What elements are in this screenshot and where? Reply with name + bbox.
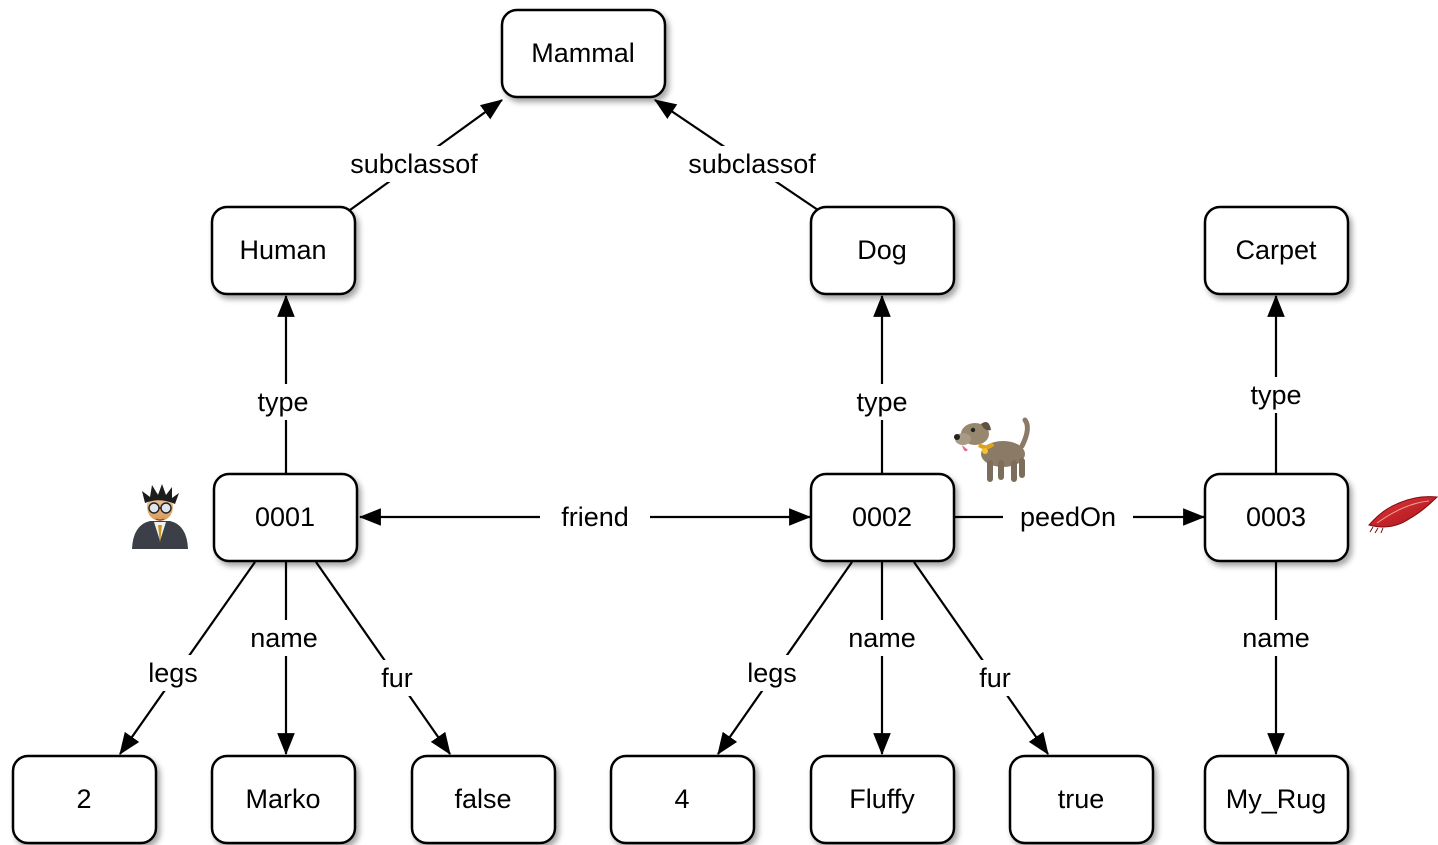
- edge-label-0002-legs: legs: [747, 658, 797, 688]
- node-label: 0003: [1246, 502, 1306, 532]
- person-icon: [132, 484, 188, 549]
- node-label: 0001: [255, 502, 315, 532]
- node-label: Marko: [245, 784, 320, 814]
- edge-label-0001-legs: legs: [148, 658, 198, 688]
- node-label: Carpet: [1235, 235, 1317, 265]
- edge-label-human-subclassof: subclassof: [350, 149, 478, 179]
- nodes: Mammal Human Dog Carpet 0001 0002 0003: [11, 8, 1350, 845]
- node-label: true: [1058, 784, 1105, 814]
- edge-label-0002-fur: fur: [979, 663, 1011, 693]
- edge-label-0003-name: name: [1242, 623, 1310, 653]
- node-mammal[interactable]: Mammal: [500, 8, 667, 99]
- edge-label-0003-type: type: [1250, 380, 1301, 410]
- node-carpet[interactable]: Carpet: [1203, 205, 1350, 296]
- edge-label-friend: friend: [561, 502, 629, 532]
- edges: subclassof subclassof type type type fri…: [119, 99, 1320, 756]
- node-legs-4[interactable]: 4: [609, 754, 756, 845]
- edge-0002-fur: [913, 561, 1049, 755]
- node-label: My_Rug: [1226, 784, 1327, 814]
- edge-label-0001-name: name: [250, 623, 318, 653]
- node-legs-2[interactable]: 2: [11, 754, 158, 845]
- node-label: Human: [239, 235, 326, 265]
- node-marko[interactable]: Marko: [210, 754, 357, 845]
- node-label: Dog: [857, 235, 907, 265]
- node-false[interactable]: false: [410, 754, 557, 845]
- node-human[interactable]: Human: [210, 205, 357, 296]
- edge-label-peedon: peedOn: [1020, 502, 1116, 532]
- node-true[interactable]: true: [1008, 754, 1155, 845]
- node-label: Mammal: [531, 38, 635, 68]
- node-my-rug[interactable]: My_Rug: [1203, 754, 1350, 845]
- edge-0001-fur: [315, 561, 451, 755]
- node-label: 4: [674, 784, 689, 814]
- node-label: false: [454, 784, 511, 814]
- edge-label-0001-type: type: [257, 387, 308, 417]
- dog-icon: [954, 417, 1030, 482]
- node-fluffy[interactable]: Fluffy: [809, 754, 956, 845]
- rug-icon: [1368, 496, 1438, 534]
- node-0003[interactable]: 0003: [1203, 472, 1350, 563]
- edge-label-0002-type: type: [856, 387, 907, 417]
- node-label: 0002: [852, 502, 912, 532]
- node-label: Fluffy: [849, 784, 915, 814]
- node-label: 2: [76, 784, 91, 814]
- edge-label-0001-fur: fur: [381, 663, 413, 693]
- node-dog[interactable]: Dog: [809, 205, 956, 296]
- node-0001[interactable]: 0001: [212, 472, 359, 563]
- node-0002[interactable]: 0002: [809, 472, 956, 563]
- edge-label-dog-subclassof: subclassof: [688, 149, 816, 179]
- edge-label-0002-name: name: [848, 623, 916, 653]
